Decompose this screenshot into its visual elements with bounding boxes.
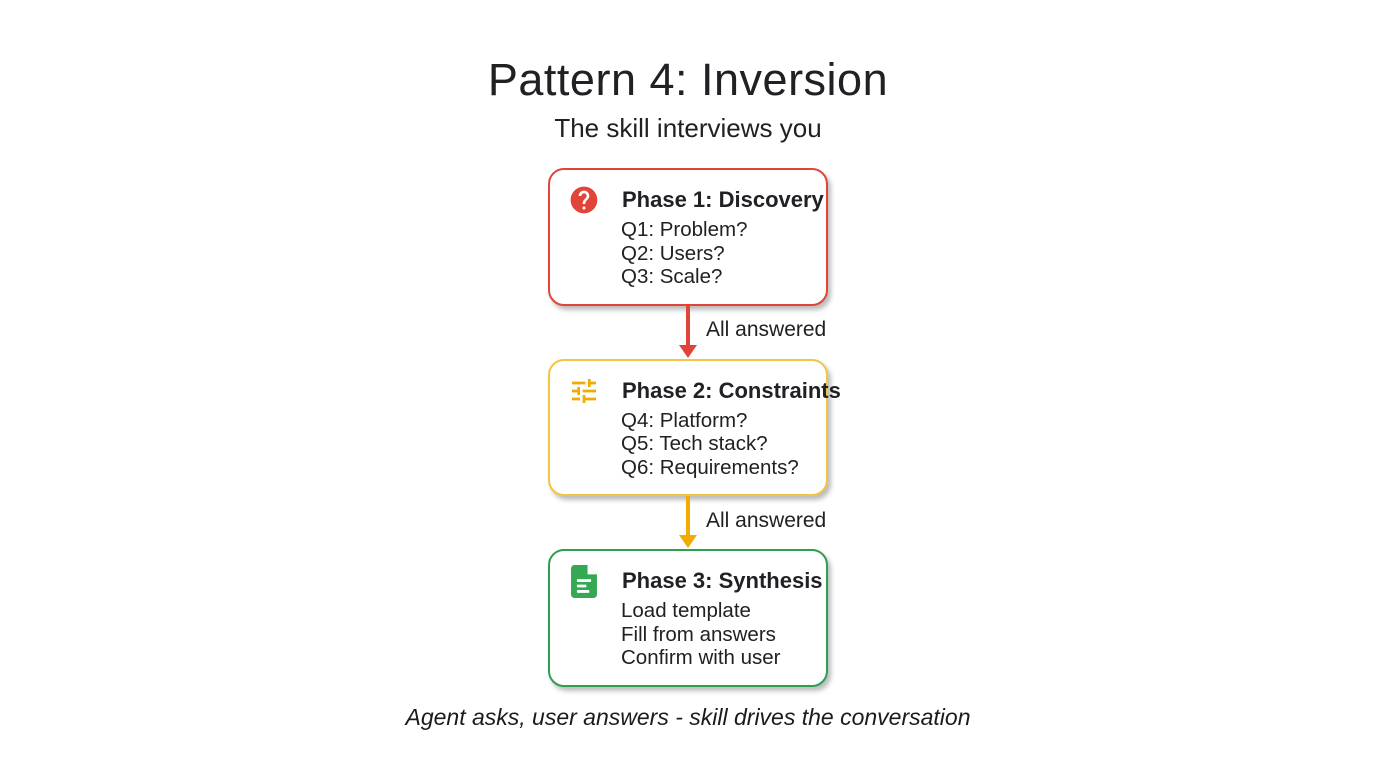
phase-2-title: Phase 2: Constraints [622, 377, 841, 403]
phase-line: Load template [621, 599, 751, 622]
phase-line: Q6: Requirements? [621, 455, 799, 479]
document-icon [568, 564, 600, 598]
arrow-shaft [686, 496, 690, 536]
connector-2: All answered [548, 496, 828, 549]
arrow-head [679, 535, 697, 548]
phase-3-card: Phase 3: Synthesis Load template Fill fr… [548, 549, 828, 687]
phase-line: Q1: Problem? [621, 218, 748, 241]
phase-3-title: Phase 3: Synthesis [622, 568, 823, 593]
phase-line: Q2: Users? [621, 241, 725, 265]
arrow-down-icon [679, 496, 697, 549]
slide-header: Pattern 4: Inversion The skill interview… [0, 54, 1376, 144]
phase-2-header: Phase 2: Constraints [568, 375, 841, 407]
connector-1: All answered [548, 305, 828, 359]
phase-line: Q4: Platform? [621, 408, 748, 432]
phase-line: Q5: Tech stack? [621, 432, 768, 455]
phase-line: Q3: Scale? [621, 265, 723, 288]
tune-sliders-icon [568, 375, 600, 407]
phase-line: Confirm with user [621, 646, 781, 669]
phase-2-items: Q4: Platform? Q5: Tech stack? Q6: Requir… [621, 409, 808, 480]
help-question-icon [568, 184, 600, 216]
slide-caption: Agent asks, user answers - skill drives … [405, 704, 971, 730]
phase-flow-diagram: Phase 1: Discovery Q1: Problem? Q2: User… [548, 168, 841, 687]
phase-1-header: Phase 1: Discovery [568, 184, 824, 216]
phase-1-title: Phase 1: Discovery [622, 187, 824, 212]
phase-2-card: Phase 2: Constraints Q4: Platform? Q5: T… [548, 358, 841, 496]
connector-2-label: All answered [706, 508, 827, 532]
phase-3-header: Phase 3: Synthesis [568, 564, 823, 598]
arrow-down-icon [679, 305, 697, 359]
phase-line: Fill from answers [621, 622, 776, 646]
page-subtitle: The skill interviews you [554, 113, 822, 143]
arrow-shaft [686, 305, 690, 346]
arrow-head [679, 344, 697, 358]
phase-1-card: Phase 1: Discovery Q1: Problem? Q2: User… [548, 168, 828, 306]
phase-1-items: Q1: Problem? Q2: Users? Q3: Scale? [621, 218, 808, 289]
page-title: Pattern 4: Inversion [487, 54, 889, 105]
phase-3-items: Load template Fill from answers Confirm … [621, 599, 808, 670]
connector-1-label: All answered [706, 318, 827, 342]
